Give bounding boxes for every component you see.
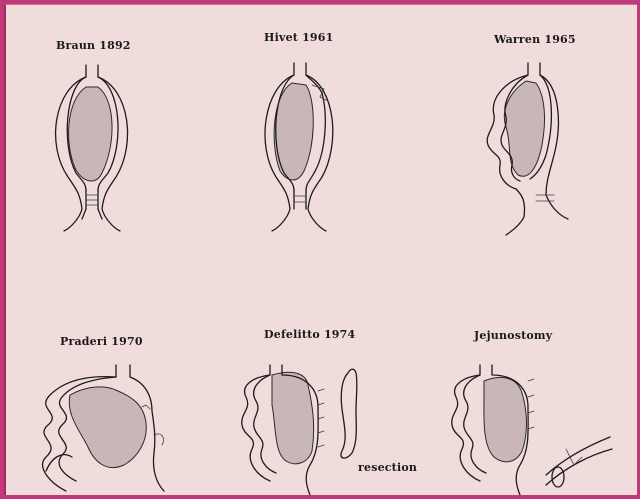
hivet-label: Hivet 1961 (264, 31, 334, 44)
surgical-technique-drawings (6, 5, 637, 495)
braun-label: Braun 1892 (56, 39, 131, 52)
warren-drawing (487, 63, 568, 235)
warren-label: Warren 1965 (494, 33, 576, 46)
braun-drawing (56, 65, 128, 231)
defelitto-label: Defelitto 1974 (264, 328, 355, 341)
resection-annotation: resection (358, 461, 417, 474)
hivet-drawing (265, 63, 333, 231)
praderi-drawing (43, 365, 164, 491)
jejunostomy-drawing (452, 365, 612, 495)
praderi-label: Praderi 1970 (60, 335, 143, 348)
defelitto-drawing (242, 365, 357, 495)
jejunostomy-label: Jejunostomy (474, 329, 552, 342)
slide: Braun 1892 Hivet 1961 Warren 1965 Prader… (4, 4, 637, 495)
